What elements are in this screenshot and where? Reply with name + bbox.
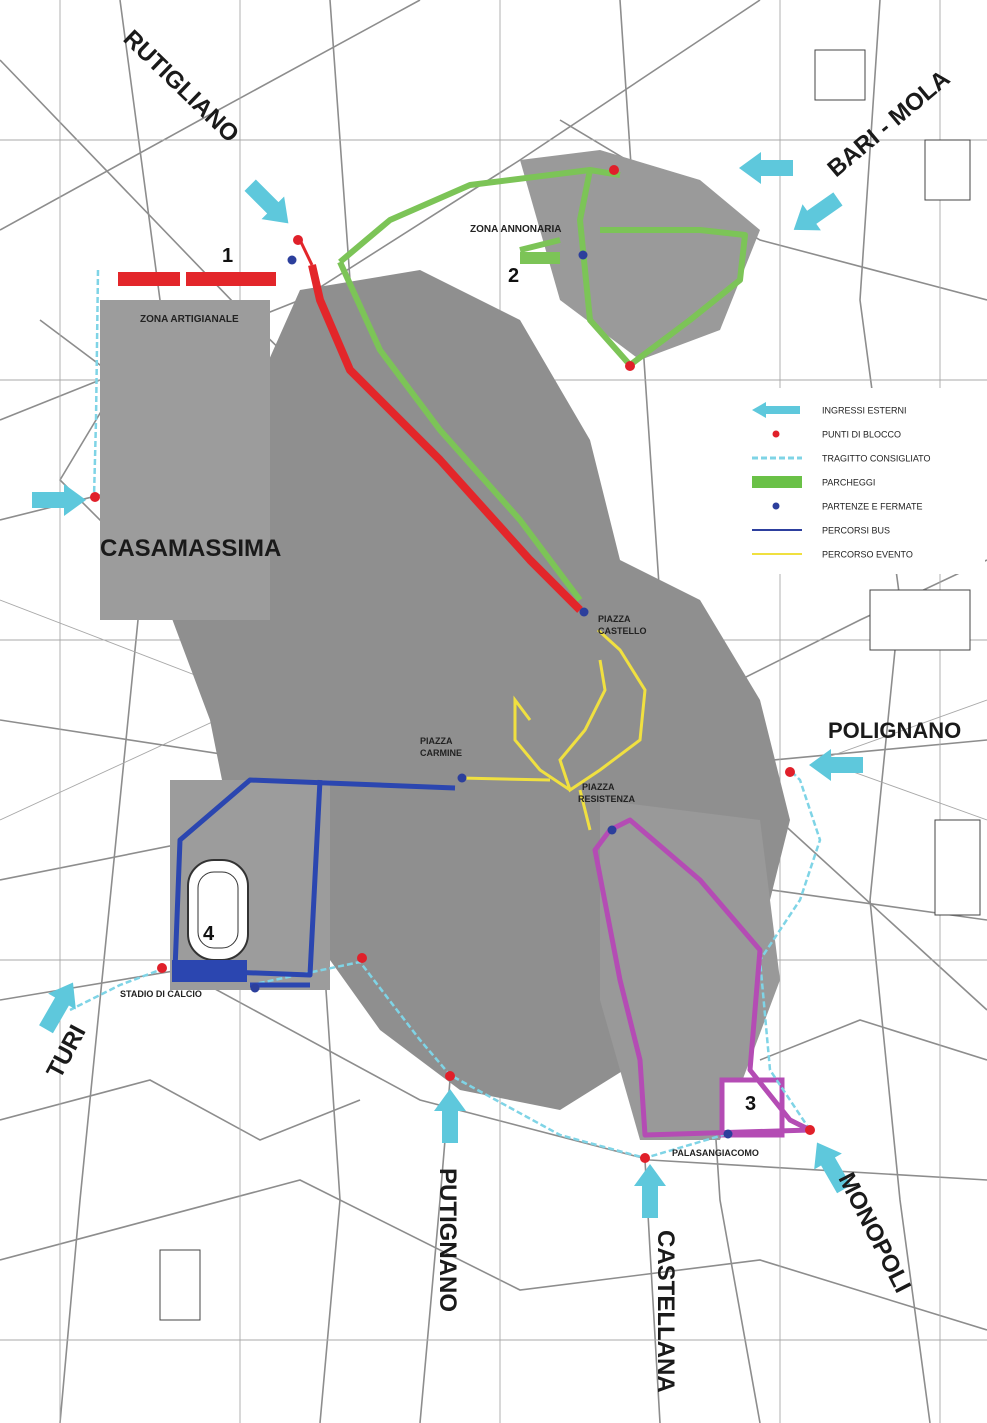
bus-stop-icon xyxy=(723,1129,733,1139)
bus-stop-icon xyxy=(579,607,589,617)
entry-arrow-icon xyxy=(793,192,843,231)
piazza-carmine-label-1: PIAZZA xyxy=(420,736,453,746)
legend-item-label: TRAGITTO CONSIGLIATO xyxy=(822,454,931,464)
bus-zone-4 xyxy=(172,777,456,988)
legend-item-label: INGRESSI ESTERNI xyxy=(822,406,907,416)
zone-4-number: 4 xyxy=(203,923,215,945)
legend-item-label: PUNTI DI BLOCCO xyxy=(822,430,901,440)
entry-arrow-icon xyxy=(39,982,76,1034)
parking-zone-1 xyxy=(118,239,583,613)
bus-stops xyxy=(250,250,733,1139)
blue-dot-icon xyxy=(772,502,780,510)
legend-item: PARCHEGGI xyxy=(752,476,875,488)
arrow-icon xyxy=(752,402,800,418)
block-point-icon xyxy=(90,492,100,502)
block-point-icon xyxy=(357,953,367,963)
entry-arrow-icon xyxy=(814,1142,851,1194)
block-point-icon xyxy=(625,361,635,371)
block-point-icon xyxy=(640,1153,650,1163)
zona-annonaria-label: ZONA ANNONARIA xyxy=(470,224,561,235)
urban-area xyxy=(100,150,790,1140)
casamassima-label: CASAMASSIMA xyxy=(100,535,281,562)
entry-arrow-icon xyxy=(434,1089,466,1143)
stadium xyxy=(187,859,249,961)
piazza-carmine-label-2: CARMINE xyxy=(420,748,462,758)
event-route xyxy=(459,628,647,831)
block-points xyxy=(90,165,815,1163)
entry-arrow-icon xyxy=(32,484,86,516)
block-point-icon xyxy=(157,963,167,973)
legend-item-label: PARTENZE E FERMATE xyxy=(822,502,923,512)
zona-artigianale-label: ZONA ARTIGIANALE xyxy=(140,314,239,325)
piazza-castello-label-1: PIAZZA xyxy=(598,614,631,624)
red-dot-icon xyxy=(772,430,780,438)
piazza-resistenza-label-2: RESISTENZA xyxy=(578,794,636,804)
bus-stop-icon xyxy=(457,773,467,783)
legend-item-label: PARCHEGGI xyxy=(822,478,875,488)
block-point-icon xyxy=(785,767,795,777)
entry-arrow-icon xyxy=(634,1164,666,1218)
palasangiacomo-building xyxy=(719,1077,785,1138)
legend-item: PUNTI DI BLOCCO xyxy=(772,430,901,440)
legend-item: PARTENZE E FERMATE xyxy=(772,502,923,512)
palasangiacomo-label: PALASANGIACOMO xyxy=(672,1148,759,1158)
block-point-icon xyxy=(293,235,303,245)
zone-3-number: 3 xyxy=(745,1093,756,1115)
legend-item: PERCORSI BUS xyxy=(752,526,890,536)
orchard-patches xyxy=(159,49,981,1321)
monopoli-label: MONOPOLI xyxy=(833,1168,916,1297)
entry-arrow-icon xyxy=(809,749,863,781)
bus-stop-icon xyxy=(287,255,297,265)
piazza-castello-label-2: CASTELLO xyxy=(598,626,647,636)
stadio-label: STADIO DI CALCIO xyxy=(120,989,202,999)
green-bar-icon xyxy=(752,476,802,488)
legend-item: INGRESSI ESTERNI xyxy=(752,402,907,418)
parking-bar-2 xyxy=(520,252,560,264)
legend-item-label: PERCORSO EVENTO xyxy=(822,550,913,560)
zone-2-number: 2 xyxy=(508,265,519,287)
legend-item-label: PERCORSI BUS xyxy=(822,526,890,536)
piazza-resistenza-label-1: PIAZZA xyxy=(582,782,615,792)
entry-arrows xyxy=(32,152,863,1218)
bus-terminal-4 xyxy=(172,960,247,982)
block-point-icon xyxy=(805,1125,815,1135)
legend: INGRESSI ESTERNI PUNTI DI BLOCCO TRAGITTO … xyxy=(745,388,985,574)
entry-arrow-icon xyxy=(244,179,289,224)
putignano-label: PUTIGNANO xyxy=(434,1168,461,1312)
bus-zone-3 xyxy=(592,817,813,1138)
zone-1-number: 1 xyxy=(222,245,233,267)
bus-stop-icon xyxy=(250,983,260,993)
block-point-icon xyxy=(609,165,619,175)
bus-stop-icon xyxy=(607,825,617,835)
castellana-label: CASTELLANA xyxy=(652,1230,679,1393)
polignano-label: POLIGNANO xyxy=(828,718,961,743)
legend-item: TRAGITTO CONSIGLIATO xyxy=(752,454,931,464)
entry-arrow-icon xyxy=(739,152,793,184)
legend-item: PERCORSO EVENTO xyxy=(752,550,913,560)
suggested-routes xyxy=(69,269,822,1160)
bus-stop-icon xyxy=(578,250,588,260)
block-point-icon xyxy=(445,1071,455,1081)
